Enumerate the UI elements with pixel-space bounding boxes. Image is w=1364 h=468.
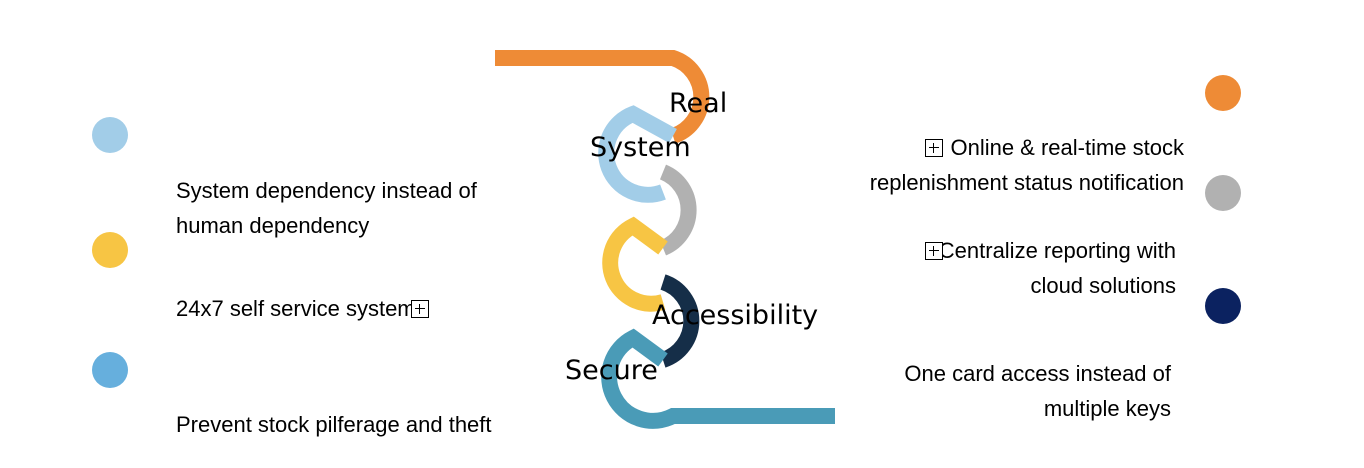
- right-item-line-1: One card access instead of: [904, 361, 1171, 386]
- right-item-line-1: Online & real-time stock: [950, 135, 1184, 160]
- orange-segment: [495, 50, 710, 144]
- expand-icon: [924, 242, 943, 260]
- right-item-line-2: replenishment status notification: [869, 170, 1184, 195]
- right-item-line-1: Centralize reporting with: [938, 238, 1176, 263]
- gray-bullet: [1205, 175, 1241, 211]
- right-item-centralize-reporting: Centralize reporting with cloud solution…: [924, 233, 1176, 303]
- light-blue-bullet: [92, 117, 128, 153]
- navy-segment: [660, 274, 700, 368]
- right-item-line-2: multiple keys: [1043, 396, 1171, 421]
- path-label-system: System: [590, 132, 691, 163]
- expand-icon: [410, 300, 429, 318]
- left-item-text: Prevent stock pilferage and theft: [176, 412, 492, 437]
- yellow-segment: [602, 216, 668, 312]
- path-label-accessibility: Accessibility: [652, 300, 819, 331]
- medium-blue-bullet: [92, 352, 128, 388]
- left-item-system-dependency: System dependency instead of human depen…: [176, 173, 477, 243]
- left-item-text: 24x7 self service system: [176, 296, 416, 321]
- right-item-line-2: cloud solutions: [1030, 273, 1176, 298]
- orange-bullet: [1205, 75, 1241, 111]
- light-blue-segment: [598, 105, 677, 203]
- right-item-online-stock: Online & real-time stock replenishment s…: [870, 130, 1184, 200]
- left-item-self-service: 24x7 self service system: [176, 291, 429, 326]
- gray-segment: [659, 164, 697, 256]
- dark-navy-bullet: [1205, 288, 1241, 324]
- expand-icon: [925, 139, 944, 157]
- left-item-line-1: System dependency instead of: [176, 178, 477, 203]
- teal-segment: [601, 328, 835, 429]
- path-label-secure: Secure: [565, 355, 658, 386]
- left-item-line-2: human dependency: [176, 213, 370, 238]
- path-label-real: Real: [669, 88, 728, 119]
- right-item-one-card-access: One card access instead of multiple keys: [904, 356, 1171, 426]
- left-item-prevent-pilferage: Prevent stock pilferage and theft: [176, 407, 492, 442]
- yellow-bullet: [92, 232, 128, 268]
